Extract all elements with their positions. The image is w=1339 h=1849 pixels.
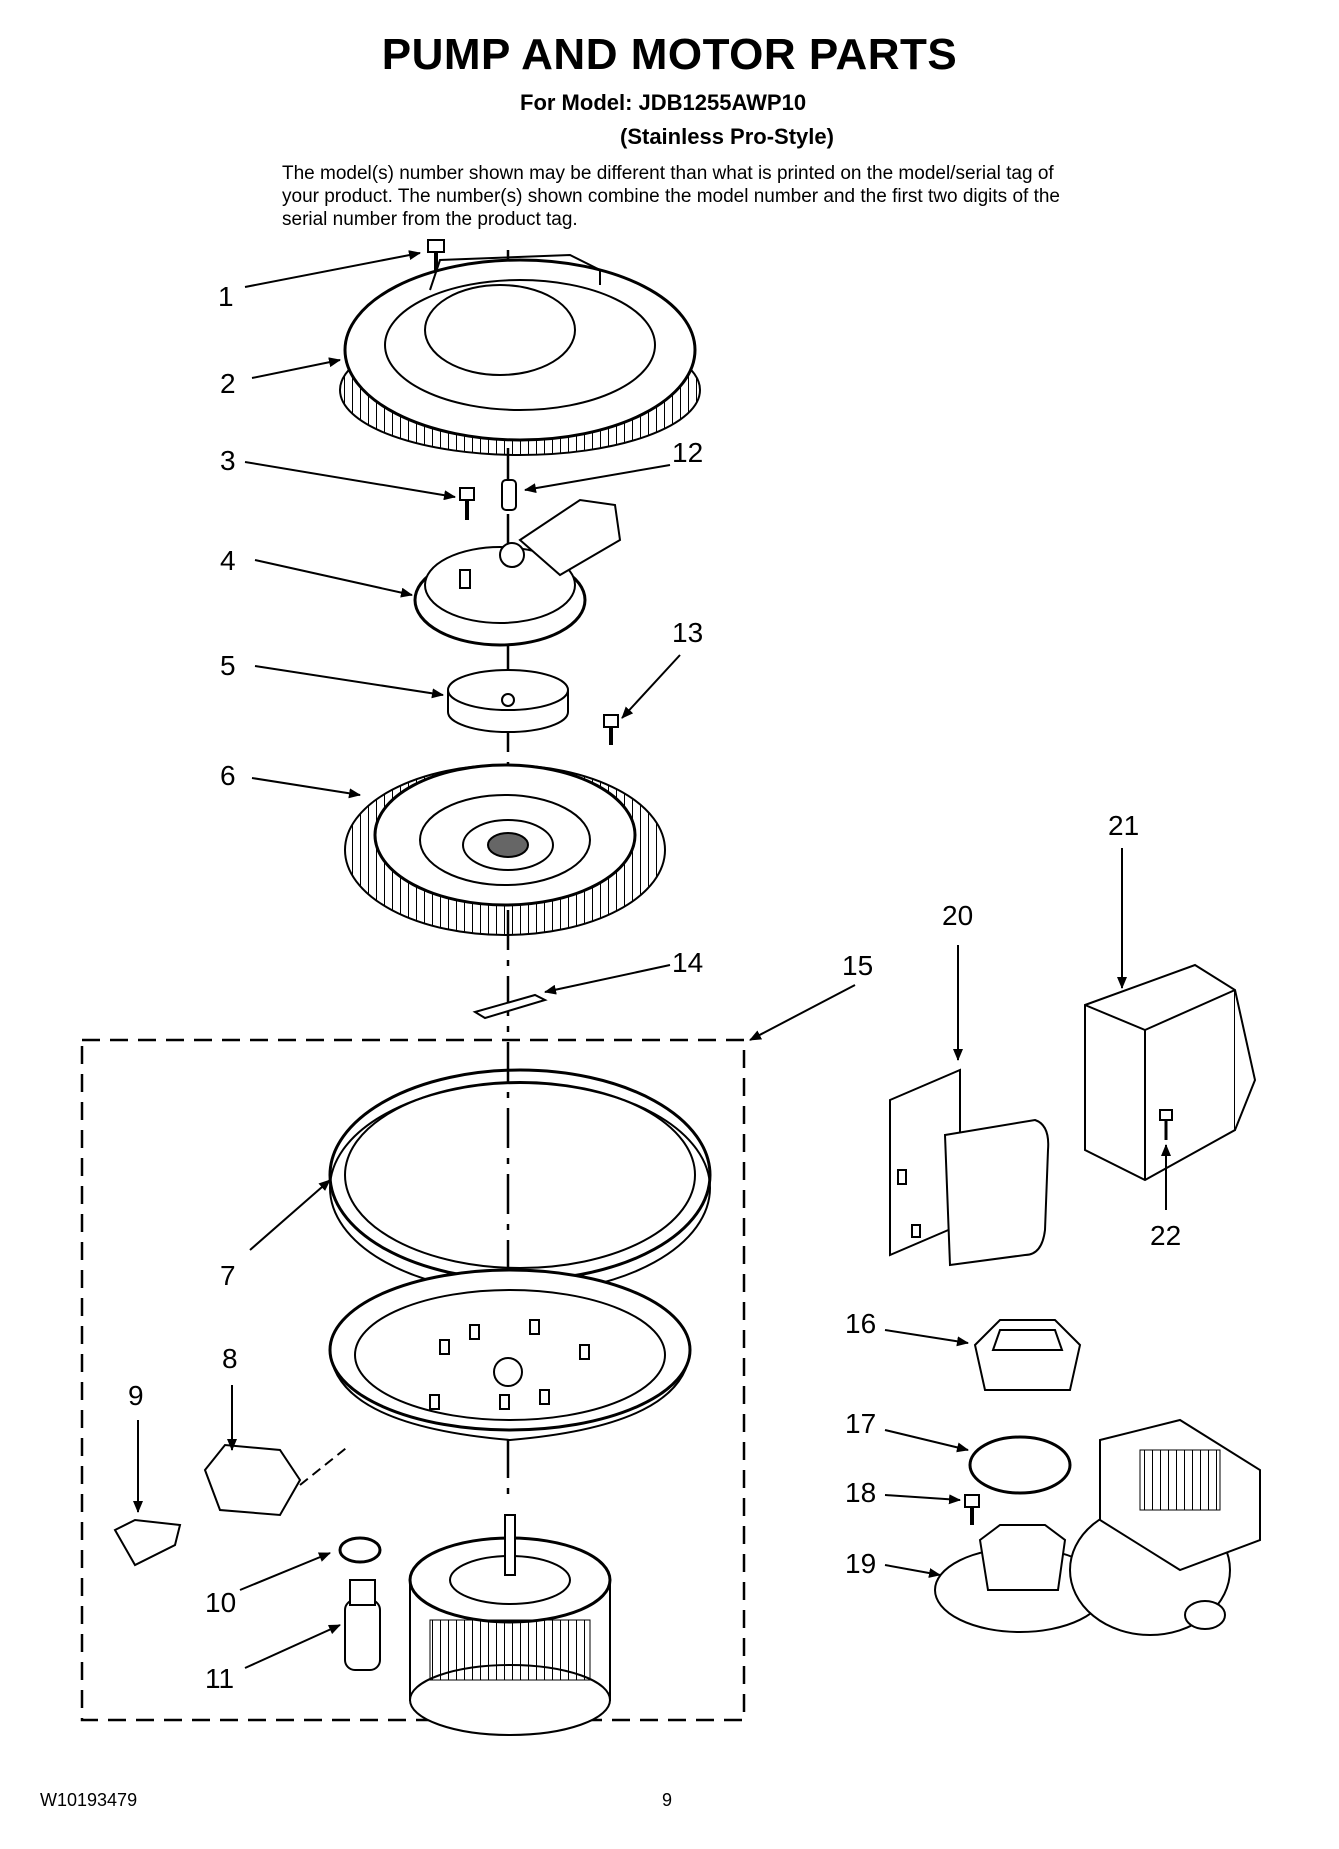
- callout-2: 2: [220, 368, 236, 399]
- sump-housing: [328, 1268, 692, 1442]
- motor: [408, 1514, 612, 1736]
- part-5-impeller: [447, 669, 569, 733]
- part-13-screw: [603, 714, 619, 745]
- callout-8: 8: [222, 1343, 238, 1374]
- callout-7: 7: [220, 1260, 236, 1291]
- callout-20: 20: [942, 900, 973, 931]
- part-10-o-ring: [338, 1536, 382, 1564]
- model-number: For Model: JDB1255AWP10: [520, 90, 807, 115]
- page-number: 9: [662, 1790, 673, 1810]
- part-2-housing: [339, 253, 701, 456]
- callout-15: 15: [842, 950, 873, 981]
- part-7-seal-ring: [328, 1068, 712, 1294]
- callout-14: 14: [672, 947, 703, 978]
- callout-5: 5: [220, 650, 236, 681]
- part-19-drain-pump: [934, 1418, 1261, 1636]
- callout-13: 13: [672, 617, 703, 648]
- part-16-cap: [973, 1319, 1082, 1391]
- callout-16: 16: [845, 1308, 876, 1339]
- part-22-screw: [1159, 1109, 1173, 1140]
- part-17-o-ring: [968, 1435, 1072, 1495]
- part-11-fitting: [344, 1579, 381, 1671]
- callout-19: 19: [845, 1548, 876, 1579]
- model-note: The model(s) number shown may be differe…: [282, 163, 1060, 230]
- callout-17: 17: [845, 1408, 876, 1439]
- part-14-seal: [472, 993, 548, 1020]
- callout-22: 22: [1150, 1220, 1181, 1251]
- callout-numbers: 1 2 3 4 5 6 7 8 9 10 11 12 13 14 15 16 1…: [128, 281, 1181, 1694]
- part-9-sensor: [113, 1518, 182, 1567]
- callout-21: 21: [1108, 810, 1139, 841]
- part-8-bracket: [203, 1443, 302, 1517]
- callout-1: 1: [218, 281, 234, 312]
- page-title: PUMP AND MOTOR PARTS: [381, 30, 958, 79]
- callout-18: 18: [845, 1477, 876, 1508]
- document-number: W10193479: [40, 1790, 138, 1810]
- part-6-motor-mount: [344, 763, 666, 936]
- part-3-screw: [459, 487, 475, 520]
- part-12-pin: [501, 479, 517, 511]
- part-21-control-box: [1084, 963, 1257, 1182]
- callout-10: 10: [205, 1587, 236, 1618]
- callout-9: 9: [128, 1380, 144, 1411]
- callout-12: 12: [672, 437, 703, 468]
- callout-4: 4: [220, 545, 236, 576]
- model-style: (Stainless Pro-Style): [620, 124, 834, 149]
- leader-lines: [133, 250, 1171, 1669]
- part-20-bracket: [889, 1068, 1050, 1267]
- callout-11: 11: [205, 1663, 234, 1694]
- callout-6: 6: [220, 760, 236, 791]
- part-18-screw: [964, 1494, 980, 1525]
- part-4-pump-housing: [413, 498, 622, 647]
- callout-3: 3: [220, 445, 236, 476]
